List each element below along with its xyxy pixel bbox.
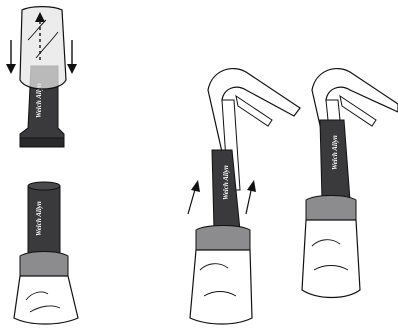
arrow-up-icon-right — [245, 180, 256, 215]
arrow-up-icon-left — [187, 180, 200, 215]
speculum-lever-step3 — [235, 94, 273, 127]
speculum-frame-step4 — [311, 68, 398, 153]
sheath-bag-step2 — [13, 275, 79, 325]
brand-label-step3: Welch Allyn — [222, 165, 230, 200]
speculum-lever-step4 — [339, 94, 377, 127]
step-3-speculum-attach: Welch Allyn — [187, 68, 301, 325]
arrow-down-icon-left — [6, 40, 16, 74]
brand-label-step4: Welch Allyn — [331, 135, 339, 170]
sheath-fold-step2 — [25, 291, 61, 313]
arrow-down-icon-right — [67, 40, 77, 74]
arrow-up-dashed-icon — [35, 12, 45, 60]
step-1-handle-with-sheath: Welch Allyn — [6, 6, 77, 148]
sheath-fold-step3 — [199, 263, 237, 297]
handle-body-step2 — [27, 181, 61, 257]
step-4-assembled: Welch Allyn — [301, 68, 398, 299]
sheath-bag-step3 — [189, 249, 253, 325]
sheath-bag-step4 — [301, 219, 361, 299]
brand-label-step1: Welch Allyn — [35, 83, 43, 118]
speculum-frame-step3 — [207, 68, 301, 153]
step-2-handle-in-new-sheath: Welch Allyn — [13, 181, 79, 325]
brand-label-step2: Welch Allyn — [35, 201, 43, 236]
sheath-fold-step4 — [311, 239, 349, 271]
handle-base-step1 — [19, 137, 65, 148]
sheath-step1 — [19, 6, 67, 90]
handle-top-step2 — [27, 181, 61, 191]
